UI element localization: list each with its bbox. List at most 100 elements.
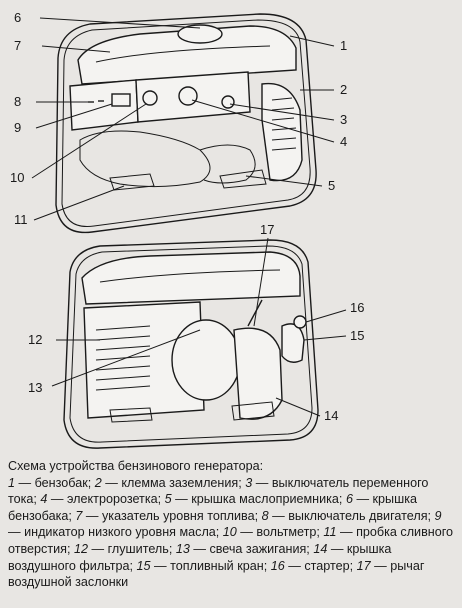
voltmeter [142, 90, 158, 106]
label-11: 11 [14, 212, 28, 227]
legend-item: 12 — глушитель; [73, 541, 173, 556]
legend-number: 7 [75, 508, 83, 523]
muffler-vents [95, 325, 151, 391]
legend-item: 8 — выключатель двигателя; [261, 508, 432, 523]
starter [281, 323, 305, 363]
engine-switch [111, 93, 131, 107]
generator-diagram: 6 7 1 2 8 9 3 4 10 5 11 [10, 10, 364, 449]
legend-text: бензобак; [34, 475, 92, 490]
bottom-fuel-tank [81, 251, 301, 305]
legend-number: 5 [164, 492, 172, 507]
legend-number: 4 [40, 492, 48, 507]
leader-10 [31, 103, 147, 179]
legend-number: 15 [136, 558, 151, 573]
leader-7 [41, 45, 111, 53]
label-4: 4 [340, 134, 347, 149]
caption-legend: 1 — бензобак; 2 — клемма заземления; 3 —… [8, 475, 456, 591]
alternator-vents [271, 97, 297, 151]
top-frame-inner [61, 19, 311, 228]
fuel-cap [177, 24, 223, 44]
legend-text: топливный кран; [170, 558, 268, 573]
legend-item: 4 — электророзетка; [40, 492, 162, 507]
leader-15 [303, 335, 347, 341]
legend-number: 10 [222, 525, 237, 540]
legend-item: 15 — топливный кран; [136, 558, 268, 573]
air-filter-body [171, 319, 241, 401]
label-15: 15 [350, 328, 364, 343]
legend-item: 11 — пробка сливного отверстия; [8, 525, 454, 556]
legend-item: 9 — индикатор низкого уровня масла; [8, 508, 442, 540]
legend-number: 16 [270, 558, 285, 573]
bottom-frame-outer [63, 239, 319, 449]
leader-11 [33, 185, 125, 221]
top-label-group: 6 7 1 2 8 9 3 4 10 5 11 [10, 10, 347, 227]
legend-number: 9 [434, 508, 442, 523]
label-2: 2 [340, 82, 347, 97]
leader-9 [35, 103, 113, 129]
legend-number: 3 [245, 475, 253, 490]
legend-text: клемма заземления; [121, 475, 242, 490]
leader-4 [191, 99, 335, 143]
label-10: 10 [10, 170, 24, 185]
label-3: 3 [340, 112, 347, 127]
legend-number: 1 [8, 475, 16, 490]
leader-3 [229, 103, 335, 121]
alternator-housing [261, 82, 303, 182]
bottom-label-group: 17 16 12 15 13 14 [28, 222, 364, 423]
legend-text: индикатор низкого уровня масла; [24, 525, 220, 540]
legend-text: стартер; [304, 558, 354, 573]
bottom-generator-illustration [51, 237, 347, 449]
legend-text: выключатель двигателя; [288, 508, 432, 523]
caption: Схема устройства бензинового генератора:… [8, 458, 456, 591]
legend-text: крышка воздушного фильтра; [8, 541, 392, 573]
label-5: 5 [328, 178, 335, 193]
ac-breaker [221, 95, 235, 109]
top-generator-illustration [31, 13, 335, 234]
socket [178, 86, 198, 106]
legend-number: 8 [261, 508, 269, 523]
leader-6 [39, 17, 201, 29]
leader-14 [275, 397, 321, 417]
leader-17 [253, 237, 269, 327]
bottom-foot-left [109, 407, 153, 423]
legend-text: электророзетка; [67, 492, 162, 507]
label-7: 7 [14, 38, 21, 53]
fuel-tank [77, 25, 297, 85]
legend-item: 7 — указатель уровня топлива; [75, 508, 259, 523]
label-17: 17 [260, 222, 274, 237]
legend-item: 2 — клемма заземления; [94, 475, 242, 490]
choke-lever [247, 299, 263, 327]
legend-text: вольтметр; [256, 525, 320, 540]
label-8: 8 [14, 94, 21, 109]
leader-1 [289, 35, 335, 47]
legend-number: 11 [323, 525, 337, 540]
legend-item: 5 — крышка маслоприемника; [164, 492, 343, 507]
label-9: 9 [14, 120, 21, 135]
leader-16 [305, 309, 347, 323]
legend-text: глушитель; [107, 541, 173, 556]
top-foot-left [109, 173, 155, 191]
legend-item: 13 — свеча зажигания; [175, 541, 310, 556]
label-12: 12 [28, 332, 42, 347]
top-frame-outer [55, 13, 317, 234]
engine-block [79, 130, 211, 188]
legend-item: 1 — бензобак; [8, 475, 92, 490]
leader-5 [245, 175, 323, 187]
caption-title: Схема устройства бензинового генератора: [8, 459, 264, 473]
legend-number: 17 [356, 558, 371, 573]
bottom-foot-right [231, 401, 275, 421]
legend-text: свеча зажигания; [209, 541, 310, 556]
legend-item: 10 — вольтметр; [222, 525, 320, 540]
fuel-valve [293, 315, 307, 329]
legend-number: 13 [175, 541, 190, 556]
legend-item: 17 — рычаг воздушной заслонки [8, 558, 425, 590]
legend-item: 16 — стартер; [270, 558, 354, 573]
bottom-frame-inner [69, 245, 313, 443]
bottom-tank-ridge [99, 269, 281, 283]
legend-number: 12 [73, 541, 88, 556]
legend-text: пробка сливного отверстия; [8, 525, 454, 556]
legend-item: 6 — крышка бензобака; [8, 492, 418, 523]
label-14: 14 [324, 408, 338, 423]
top-foot-right [219, 169, 267, 189]
